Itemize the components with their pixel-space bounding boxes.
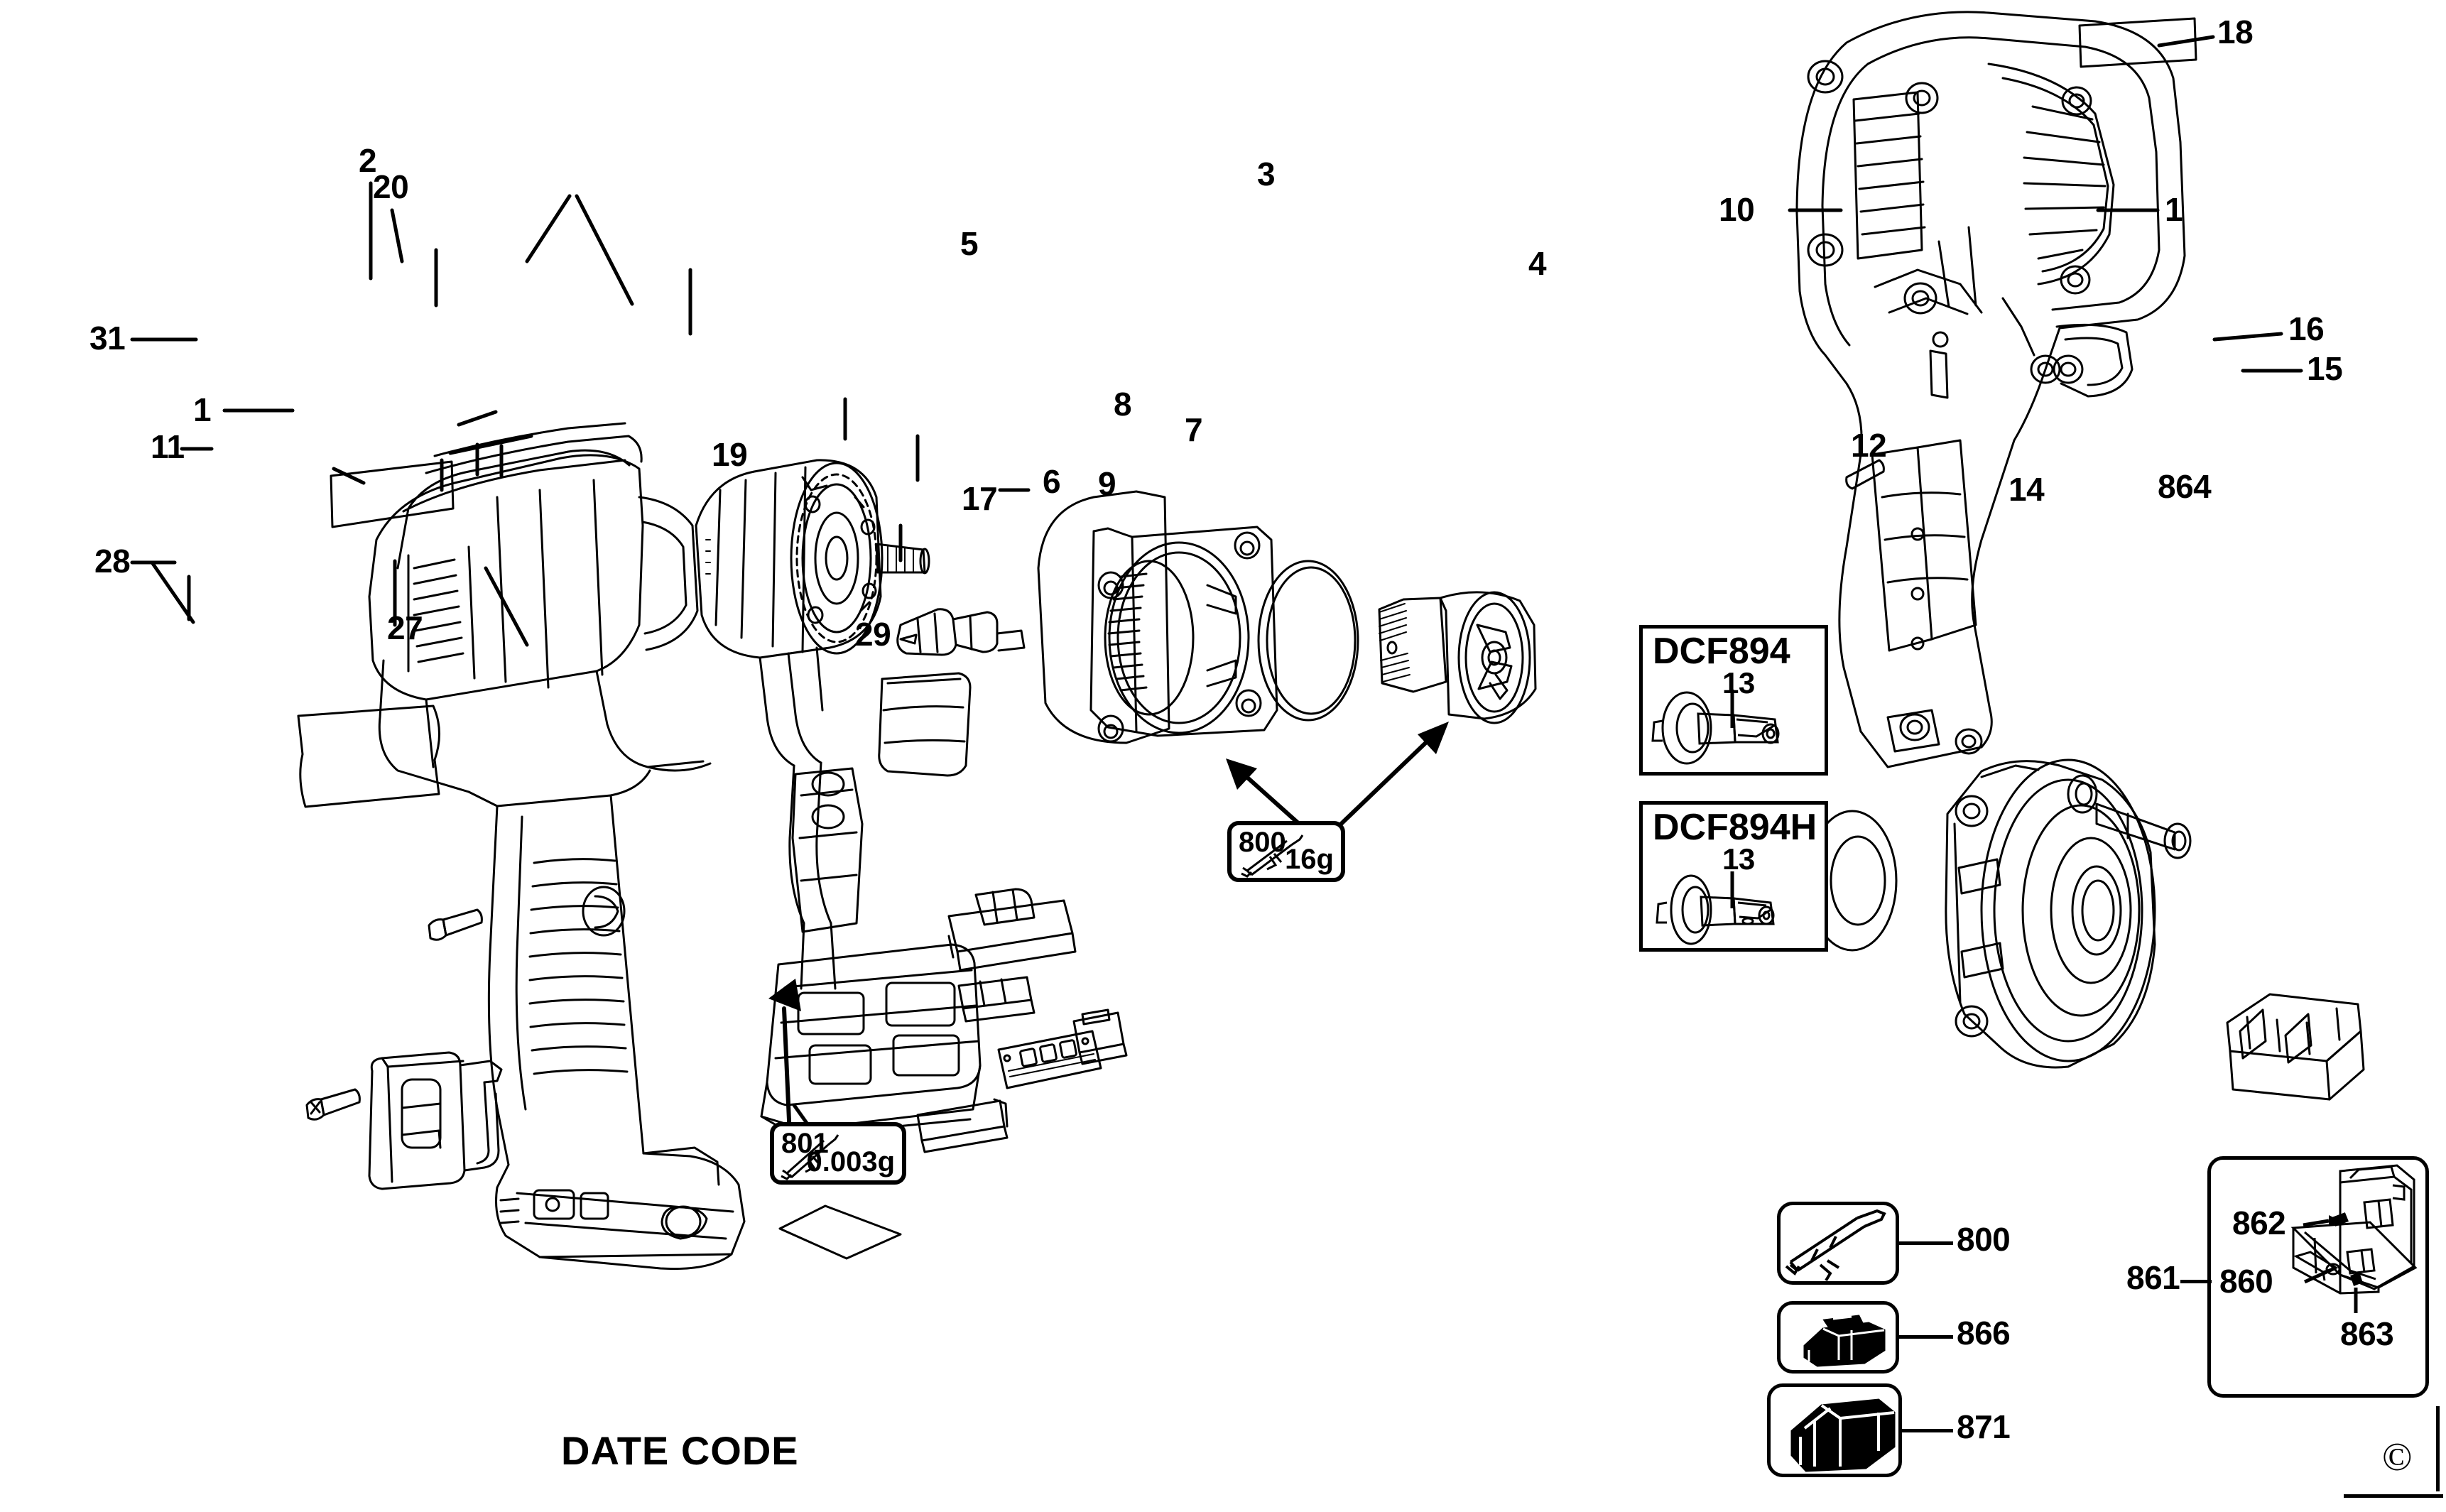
sheet-bottom-edge — [2344, 1494, 2443, 1498]
label-plate-20 — [330, 460, 455, 528]
lube-800-qty: 16g — [1285, 844, 1334, 875]
accessory-800-number: 800 — [1957, 1221, 2011, 1258]
motor-mount-bracket — [878, 672, 972, 777]
callout-18: 18 — [2217, 13, 2254, 50]
callout-6: 6 — [1043, 463, 1061, 500]
callout-19: 19 — [712, 436, 748, 473]
callout-10: 10 — [1719, 191, 1755, 228]
part-9-module — [1072, 1008, 1128, 1065]
inset-dcf894h-title: DCF894H — [1653, 807, 1817, 848]
label-plate-31 — [297, 705, 441, 808]
front-case-14 — [1945, 758, 2156, 1069]
accessory-800-leader — [1898, 1241, 1953, 1245]
callout-20: 20 — [373, 168, 409, 205]
screw-28 — [305, 1088, 361, 1121]
part-7-clip — [957, 976, 1036, 1023]
kit-861-number: 861 — [2126, 1259, 2180, 1296]
connector-5 — [896, 608, 1026, 656]
part-864-terminal-block — [2226, 993, 2365, 1101]
callout-12: 12 — [1851, 427, 1887, 464]
accessory-box-871 — [1767, 1383, 1902, 1477]
callout-5: 5 — [960, 225, 979, 262]
housing-left-half — [368, 422, 746, 1271]
belt-hook-27 — [368, 1051, 503, 1190]
gearcase-3 — [1037, 490, 1278, 744]
accessory-871-number: 871 — [1957, 1408, 2011, 1445]
date-code-label: DATE CODE — [561, 1428, 799, 1473]
battery-pack-icon — [1803, 1315, 1886, 1367]
kit-sub-callout-862: 862 — [2232, 1204, 2286, 1241]
sheet-right-edge — [2436, 1406, 2440, 1491]
callout-4: 4 — [1528, 245, 1547, 282]
grease-gun-icon — [1241, 834, 1304, 878]
lube-800-code: 800 — [1239, 827, 1286, 858]
inset-dcf894-callout-13: 13 — [1722, 666, 1755, 700]
switch-module-19 — [760, 767, 982, 1138]
callout-15: 15 — [2307, 350, 2343, 387]
hammer-assembly-4 — [1378, 591, 1537, 724]
shaft-15 — [2095, 803, 2192, 859]
accessory-866-leader — [1898, 1335, 1953, 1339]
callout-9: 9 — [1098, 465, 1116, 502]
kit-box-861: 862 860 863 — [2207, 1156, 2429, 1398]
kit-sub-callout-863: 863 — [2340, 1315, 2394, 1352]
callout-1-right: 1 — [2165, 191, 2183, 228]
grease-gun-icon — [781, 1134, 839, 1180]
part-6-pcb — [997, 1030, 1102, 1089]
housing-right-half — [1795, 11, 2186, 768]
callout-16: 16 — [2288, 310, 2325, 347]
callout-17: 17 — [962, 480, 998, 517]
battery-pack-large-icon — [1790, 1398, 1896, 1472]
inset-dcf894h-callout-13: 13 — [1722, 842, 1755, 876]
lube-callout-801: 801 0.003g — [770, 1122, 906, 1185]
copyright-symbol: © — [2382, 1435, 2413, 1479]
callout-11: 11 — [151, 428, 185, 465]
part-17-rail — [916, 1098, 1009, 1153]
screw-11 — [428, 908, 483, 941]
callout-3: 3 — [1257, 156, 1276, 192]
callout-864: 864 — [2158, 468, 2212, 505]
grease-arrow-heads — [768, 722, 1449, 1011]
lube-callout-800: 800 16g — [1227, 821, 1345, 882]
kit-sub-callout-860: 860 — [2219, 1263, 2273, 1300]
callout-29: 29 — [855, 616, 891, 653]
oring-16 — [2067, 774, 2098, 814]
callout-28: 28 — [94, 543, 131, 580]
inset-dcf894: DCF894 13 — [1639, 625, 1828, 776]
accessory-box-800 — [1777, 1202, 1899, 1285]
grease-tube-icon — [1785, 1209, 1886, 1282]
accessory-box-866 — [1777, 1301, 1899, 1374]
tool-case-icon — [2290, 1164, 2418, 1295]
inset-dcf894h: DCF894H 13 — [1639, 801, 1828, 952]
callout-31: 31 — [89, 320, 126, 357]
kit-861-leader — [2180, 1280, 2212, 1283]
callout-14: 14 — [2009, 471, 2045, 508]
gearcase-oring — [1257, 560, 1359, 722]
pin-10 — [1845, 459, 1885, 490]
callout-27: 27 — [387, 609, 423, 646]
part-29-nameplate — [778, 1204, 902, 1260]
callout-8: 8 — [1114, 386, 1132, 423]
grease-arrows — [1235, 729, 1440, 832]
lube-801-qty: 0.003g — [806, 1146, 895, 1177]
accessory-866-number: 866 — [1957, 1315, 2011, 1351]
accessory-871-leader — [1902, 1429, 1953, 1432]
callout-7: 7 — [1185, 411, 1203, 448]
motor-assembly-2 — [695, 459, 930, 659]
inset-dcf894-title: DCF894 — [1653, 631, 1790, 672]
wiring-harness — [759, 646, 837, 990]
label-plate-18 — [2078, 17, 2197, 68]
leader-lines — [130, 35, 2303, 1141]
callout-1-left: 1 — [193, 391, 212, 428]
part-8-contact-block — [947, 888, 1077, 972]
callout-2: 2 — [359, 142, 377, 179]
